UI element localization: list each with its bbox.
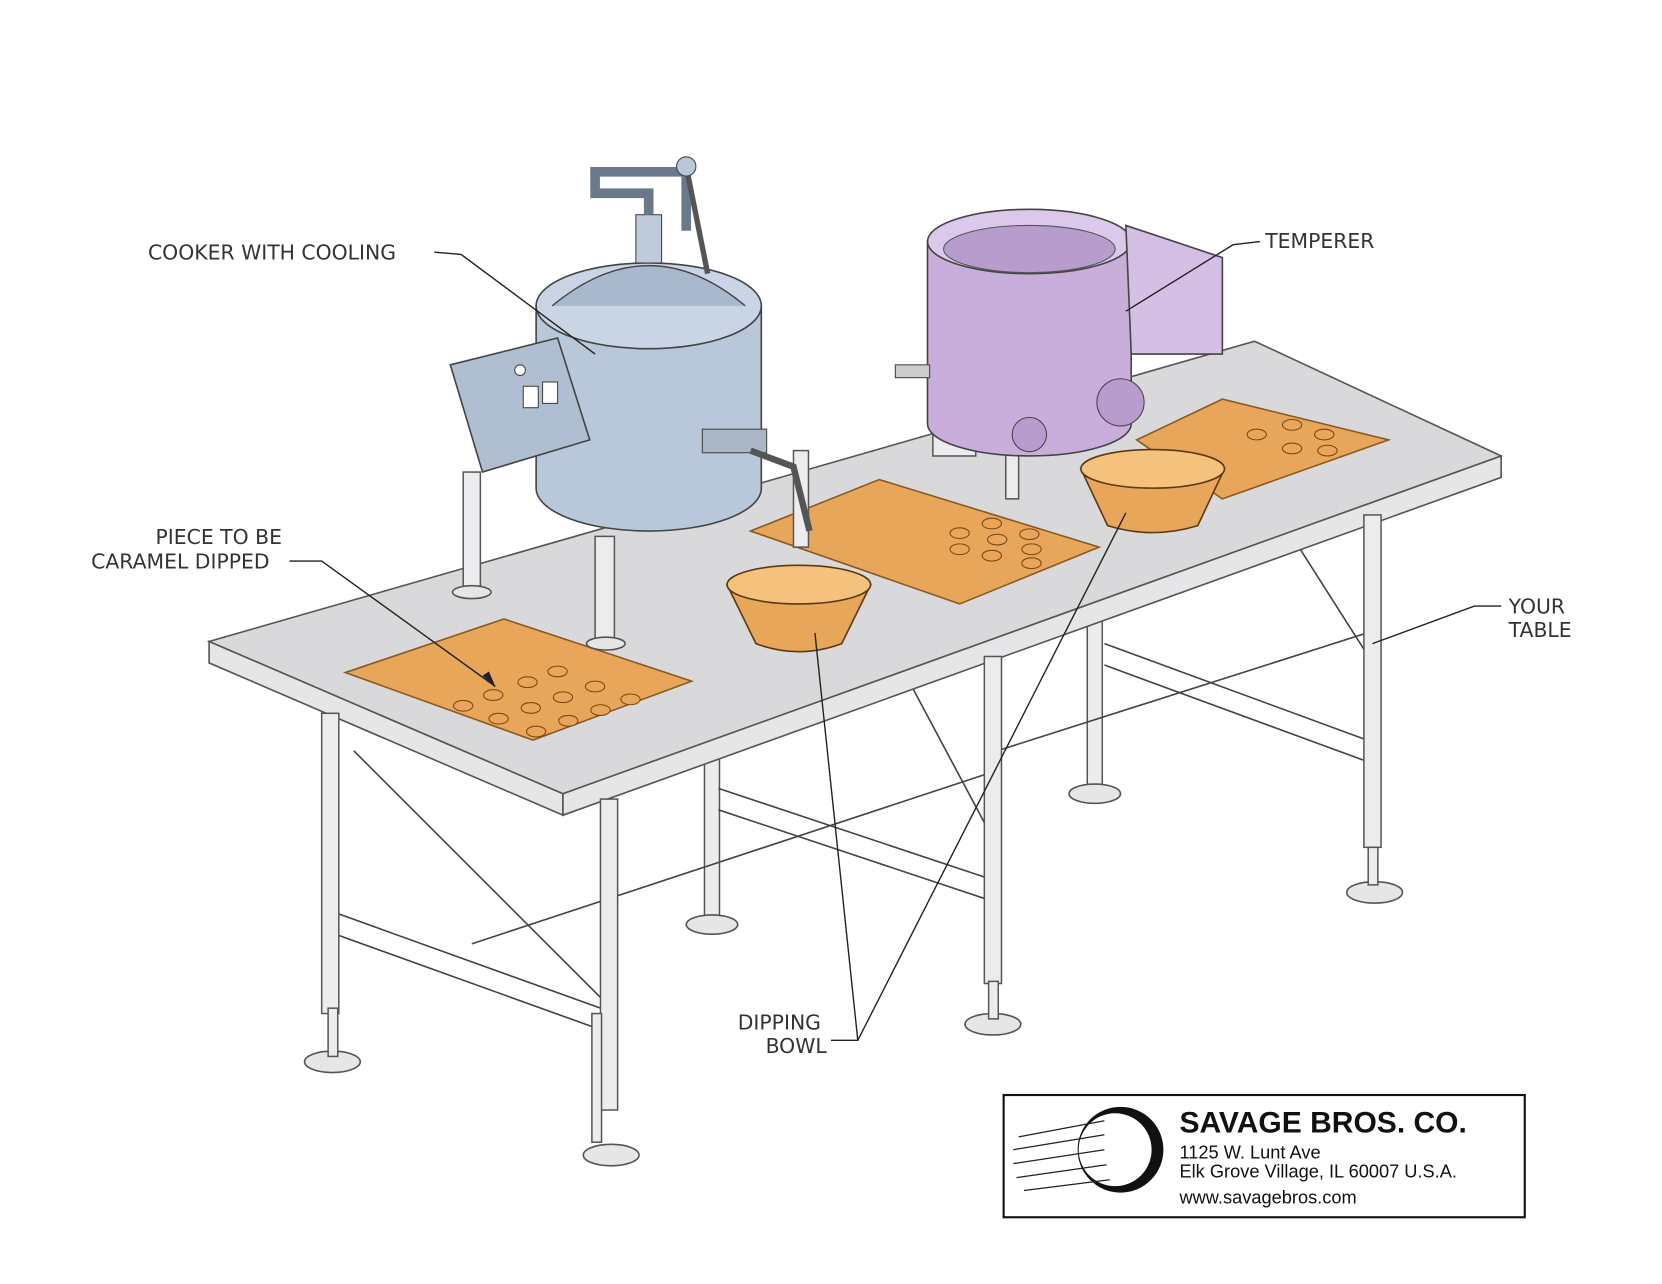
caramel-piece — [981, 549, 1003, 562]
leader-lines — [289, 240, 1502, 1042]
dipping-bowl — [1079, 448, 1226, 534]
label-temperer: TEMPERER — [1264, 229, 1374, 253]
caramel-piece — [981, 517, 1003, 530]
caramel-piece — [949, 527, 970, 540]
caramel-piece — [1314, 428, 1335, 441]
caramel-piece — [584, 680, 606, 693]
caramel-piece — [1246, 428, 1267, 441]
temperer — [894, 208, 1224, 500]
caramel-piece — [525, 725, 547, 738]
table-frame — [332, 535, 1368, 1031]
caramel-piece — [590, 704, 611, 716]
label-bowl-line2: BOWL — [766, 1034, 828, 1058]
caramel-piece — [1281, 442, 1303, 455]
table-leg — [983, 655, 1003, 985]
caramel-piece — [558, 714, 579, 727]
company-info-box: SAVAGE BROS. CO. 1125 W. Lunt Ave Elk Gr… — [1002, 1093, 1526, 1219]
label-piece-line2: CARAMEL DIPPED — [91, 550, 269, 574]
company-website: www.savagebros.com — [1178, 1187, 1356, 1207]
label-table-line2: TABLE — [1508, 618, 1572, 642]
table-leg — [1363, 514, 1382, 849]
caramel-piece — [483, 689, 504, 701]
tray-front — [342, 618, 695, 741]
dipping-bowl — [725, 564, 872, 653]
caramel-piece — [517, 676, 538, 689]
company-address-line1: 1125 W. Lunt Ave — [1179, 1142, 1320, 1162]
label-bowl-line1: DIPPING — [738, 1011, 821, 1035]
caramel-piece — [488, 712, 509, 725]
cooker-with-cooling — [449, 156, 813, 651]
label-piece-line1: PIECE TO BE — [155, 525, 281, 549]
caramel-piece — [620, 693, 641, 706]
caramel-piece — [520, 702, 541, 714]
caramel-piece — [552, 691, 574, 704]
control-box — [449, 337, 591, 474]
caramel-piece — [949, 543, 970, 556]
table-leg — [599, 798, 619, 1111]
caramel-piece — [547, 665, 568, 678]
caramel-piece — [1021, 543, 1042, 556]
company-logo — [1013, 1106, 1164, 1193]
label-cooker: COOKER WITH COOLING — [148, 241, 396, 265]
caramel-piece — [987, 533, 1008, 546]
caramel-piece — [1281, 418, 1303, 431]
tray-middle — [748, 478, 1102, 605]
caramel-piece — [1317, 444, 1338, 457]
table-leg — [320, 712, 340, 1015]
label-table-line1: YOUR — [1508, 595, 1565, 619]
company-name: SAVAGE BROS. CO. — [1179, 1107, 1466, 1140]
caramel-piece — [453, 699, 474, 712]
company-address-line2: Elk Grove Village, IL 60007 U.S.A. — [1179, 1162, 1456, 1182]
caramel-piece — [1019, 528, 1040, 541]
caramel-piece — [1021, 557, 1042, 570]
